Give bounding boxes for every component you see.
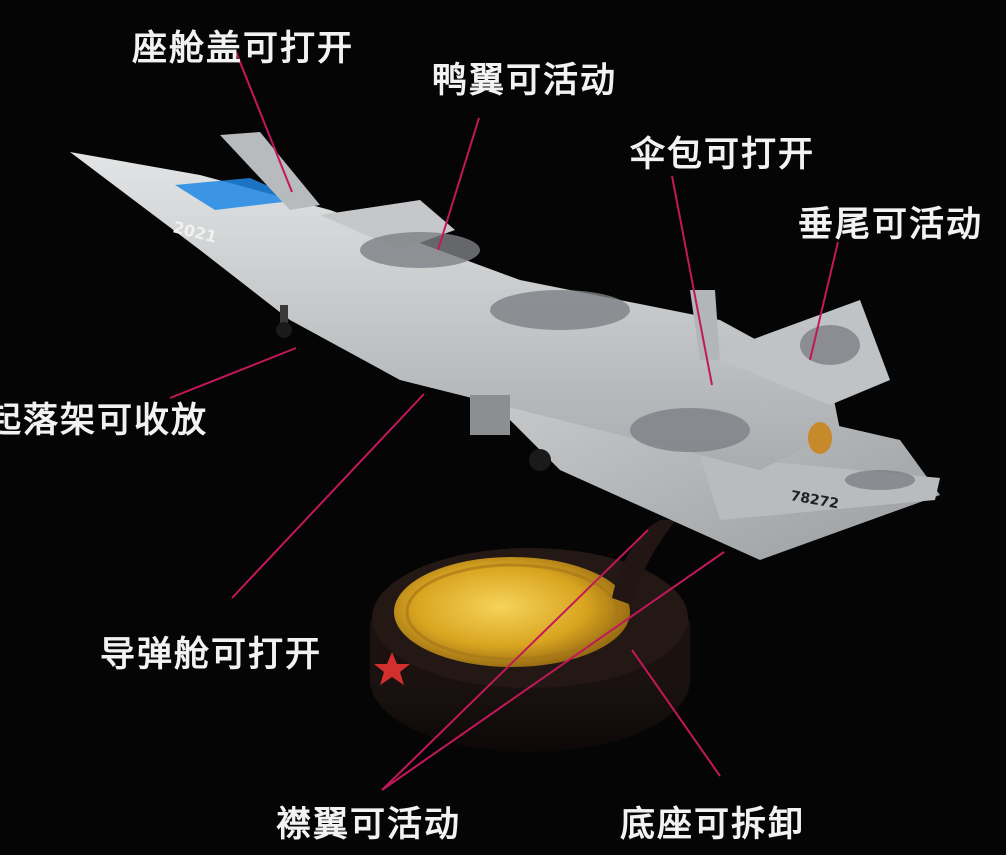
leader-chute [671, 175, 713, 386]
label-canopy-opens: 座舱盖可打开 [132, 29, 355, 69]
stand-arm [612, 520, 676, 605]
leader-canopy [235, 51, 293, 193]
leader-lines [169, 51, 839, 791]
fighter-jet-model [70, 132, 940, 560]
gold-medallion [394, 557, 630, 667]
leader-gear [169, 347, 297, 399]
display-base [370, 548, 690, 752]
label-vertical-tail-movable: 垂尾可活动 [798, 205, 984, 245]
leader-flap-1 [381, 529, 649, 791]
canopy [175, 178, 300, 210]
label-landing-gear-retractable: 起落架可收放 [0, 401, 209, 441]
label-canard-movable: 鸭翼可活动 [432, 61, 618, 101]
vertical-tail [710, 300, 890, 405]
label-base-detachable: 底座可拆卸 [620, 805, 806, 845]
red-star [374, 652, 410, 685]
leader-tail [809, 241, 839, 361]
label-flaps-movable: 襟翼可活动 [276, 805, 462, 845]
leader-canard [437, 117, 480, 251]
label-missile-bay-opens: 导弹舱可打开 [100, 635, 323, 675]
label-parachute-opens: 伞包可打开 [630, 135, 816, 175]
leader-base [631, 649, 721, 777]
leader-bay [231, 393, 425, 599]
leader-flap-2 [381, 551, 725, 791]
